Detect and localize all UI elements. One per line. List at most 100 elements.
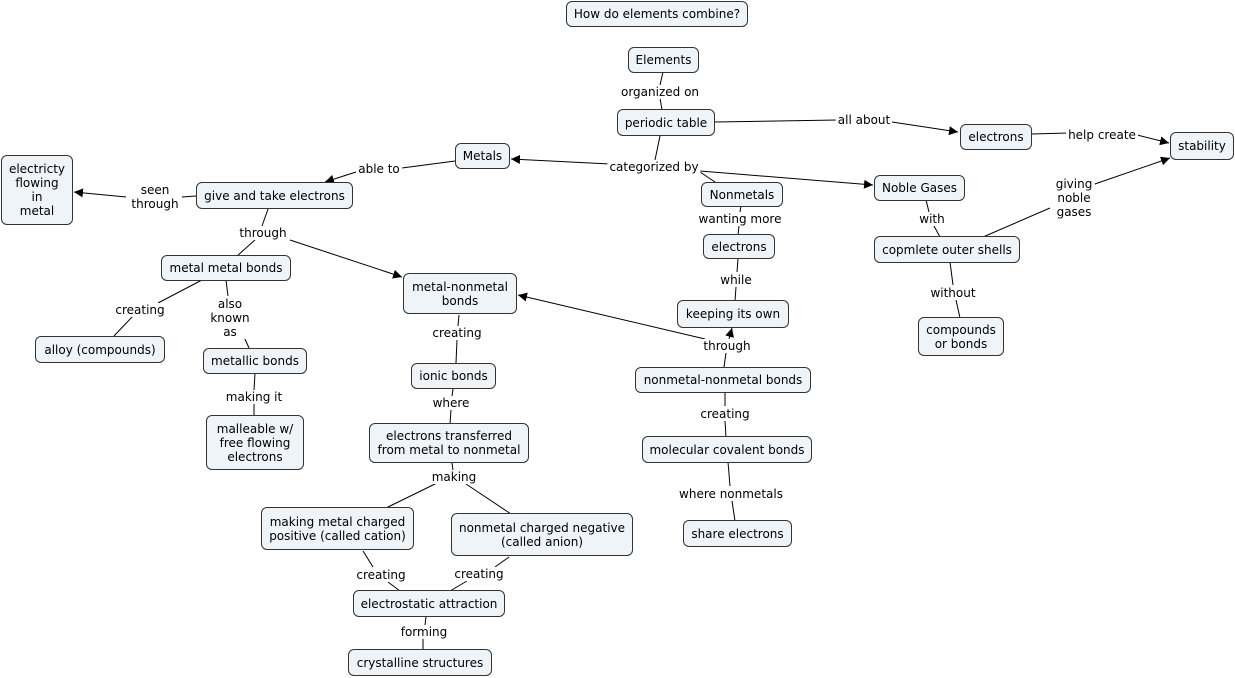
link-giving-noble-gases: giving noble gases	[1053, 177, 1095, 219]
link-through-2: through	[701, 339, 753, 353]
link-able-to: able to	[356, 162, 402, 176]
node-give-take-electrons[interactable]: give and take electrons	[196, 182, 353, 209]
link-organized-on: organized on	[618, 85, 702, 99]
edge-shells-giving	[982, 207, 1051, 238]
edge-electrons-while	[736, 258, 739, 273]
edge-creating5-molecular	[724, 420, 727, 438]
edge-categorized-nonmetals	[699, 171, 716, 183]
edge-molecular-where	[727, 461, 731, 487]
edge-ableto-give	[324, 171, 357, 184]
edge-creating3-electro	[387, 581, 401, 592]
edge-metals-ableto	[401, 160, 456, 169]
node-alloy[interactable]: alloy (compounds)	[35, 336, 165, 363]
link-categorized-by: categorized by	[607, 160, 701, 174]
edge-shells-without	[949, 261, 954, 286]
edge-seen-electricity	[73, 188, 127, 198]
edge-through-metalnonmetal	[289, 239, 403, 279]
link-creating-ionic: creating	[430, 326, 484, 340]
link-creating-cation: creating	[354, 568, 408, 582]
edge-mm-alsoknown	[225, 279, 229, 297]
node-nonmetal-nonmetal-bonds[interactable]: nonmetal-nonmetal bonds	[635, 367, 811, 393]
edge-without-compounds	[955, 299, 961, 319]
edge-with-shells	[933, 225, 941, 238]
edge-periodic-allabout	[714, 119, 838, 123]
edge-making-cation	[385, 482, 438, 509]
edge-creating1-alloy	[113, 315, 134, 337]
edge-mnm-creating2	[457, 314, 460, 327]
node-keeping-its-own[interactable]: keeping its own	[677, 300, 789, 328]
map-title: How do elements combine?	[566, 1, 748, 27]
edge-noble-with	[925, 199, 930, 213]
link-through-1: through	[237, 226, 289, 240]
link-with: with	[917, 212, 947, 226]
edge-nonmetals-wanting	[739, 205, 742, 213]
edge-elements-organized	[659, 71, 664, 86]
node-compounds-bonds[interactable]: compounds or bonds	[918, 317, 1004, 356]
node-electrons-transferred[interactable]: electrons transferred from metal to nonm…	[369, 423, 529, 463]
node-metal-nonmetal-bonds[interactable]: metal-nonmetal bonds	[403, 273, 517, 314]
link-creating-molecular: creating	[698, 407, 752, 421]
edge-categorized-noble	[699, 170, 874, 189]
edge-give-through	[261, 208, 269, 227]
node-complete-shells[interactable]: copmlete outer shells	[874, 236, 1020, 263]
edge-ionic-where	[451, 388, 454, 397]
link-help-create: help create	[1066, 128, 1138, 142]
node-crystalline-structures[interactable]: crystalline structures	[348, 649, 492, 676]
edge-through2-keeping	[725, 327, 734, 340]
link-creating-anion: creating	[452, 567, 506, 581]
node-cation[interactable]: making metal charged positive (called ca…	[261, 507, 414, 550]
node-share-electrons[interactable]: share electrons	[683, 520, 792, 547]
link-creating-alloy: creating	[113, 303, 167, 317]
edge-periodic-categorized	[654, 135, 661, 161]
link-forming: forming	[398, 625, 450, 639]
edge-mm-creating1	[157, 279, 203, 304]
node-metallic-bonds[interactable]: metallic bonds	[203, 348, 307, 374]
node-metal-metal-bonds[interactable]: metal metal bonds	[161, 255, 291, 281]
edge-helpcreate-stability	[1136, 134, 1170, 146]
link-while: while	[718, 273, 754, 287]
node-molecular-covalent-bonds[interactable]: molecular covalent bonds	[642, 436, 812, 463]
link-wanting-more: wanting more	[696, 212, 784, 226]
node-ionic-bonds[interactable]: ionic bonds	[411, 363, 496, 389]
link-also-known-as: also known as	[208, 297, 252, 339]
link-all-about: all about	[835, 113, 893, 127]
node-electrons-top[interactable]: electrons	[960, 124, 1032, 150]
link-without: without	[928, 286, 978, 300]
edge-electrons-helpcreate	[1031, 132, 1069, 135]
edge-organized-periodic	[659, 97, 663, 111]
link-seen-through: seen through	[129, 183, 181, 211]
node-nonmetals[interactable]: Nonmetals	[701, 182, 783, 207]
node-noble-gases[interactable]: Noble Gases	[874, 175, 965, 201]
node-stability[interactable]: stability	[1170, 132, 1234, 160]
edge-through2-mnm	[517, 292, 706, 340]
edge-transferred-making	[451, 462, 454, 471]
link-making: making	[429, 470, 479, 484]
edge-where-transferred	[449, 409, 452, 425]
link-where: where	[430, 396, 472, 410]
edge-through-metalmetal	[236, 239, 256, 257]
edge-creating4-electro	[449, 580, 468, 592]
node-anion[interactable]: nonmetal charged negative (called anion)	[451, 513, 633, 556]
node-electricity[interactable]: electricty flowing in metal	[1, 155, 73, 225]
edge-anion-creating4	[494, 556, 510, 568]
node-metals[interactable]: Metals	[455, 143, 510, 169]
edge-categorized-metals	[510, 154, 611, 165]
node-electrostatic-attraction[interactable]: electrostatic attraction	[353, 590, 505, 617]
link-where-nonmetals: where nonmetals	[677, 487, 785, 501]
node-electrons-mid[interactable]: electrons	[703, 234, 775, 259]
edge-nnm-through2	[723, 352, 727, 368]
node-malleable[interactable]: malleable w/ free flowing electrons	[206, 415, 304, 470]
edge-cation-creating3	[362, 550, 374, 568]
edge-allabout-electrons	[891, 121, 959, 136]
edge-wanting-electrons	[737, 225, 740, 236]
edge-metallic-making	[253, 372, 256, 391]
edge-giving-stability	[1091, 156, 1171, 186]
edge-give-seen	[181, 195, 197, 198]
edge-where-share	[731, 500, 736, 522]
link-making-it: making it	[223, 390, 285, 404]
edge-electro-forming	[424, 616, 427, 626]
node-periodic-table[interactable]: periodic table	[617, 109, 715, 136]
node-elements[interactable]: Elements	[628, 47, 699, 73]
